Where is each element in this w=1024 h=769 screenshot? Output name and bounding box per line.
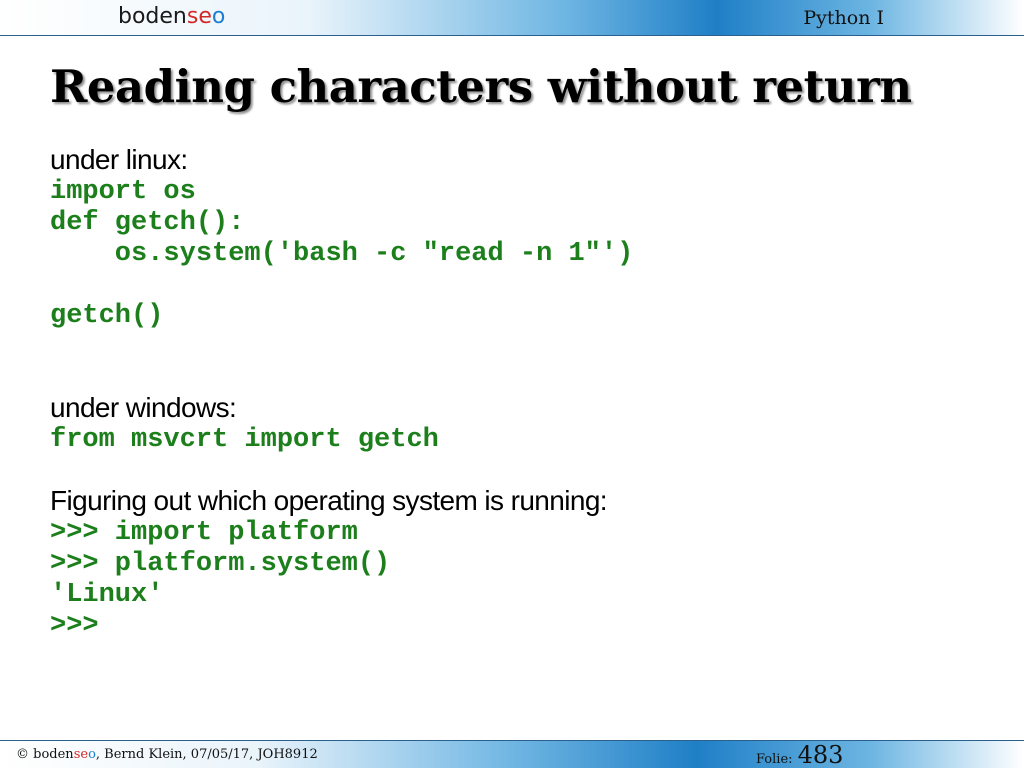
- footer-credits: © bodenseo, Bernd Klein, 07/05/17, JOH89…: [16, 747, 318, 762]
- footer-bar: © bodenseo, Bernd Klein, 07/05/17, JOH89…: [0, 740, 1024, 769]
- spacer: [50, 332, 990, 391]
- folie-label: Folie:: [756, 752, 793, 767]
- code-line: import os: [50, 177, 196, 207]
- footer-brand-boden: boden: [33, 747, 74, 762]
- spacer: [50, 456, 990, 484]
- linux-label: under linux:: [50, 144, 188, 175]
- copyright-symbol: ©: [16, 747, 29, 762]
- slide-number: Folie: 483: [756, 741, 843, 769]
- bodenseo-logo: bodenseo: [118, 4, 225, 29]
- code-line: >>>: [50, 611, 99, 641]
- footer-brand-se: se: [73, 747, 89, 762]
- logo-text-o: o: [211, 4, 226, 29]
- header-bar: bodenseo Python I: [0, 0, 1024, 36]
- footer-brand-o: o: [88, 747, 96, 762]
- course-title: Python I: [803, 7, 884, 29]
- code-line: 'Linux': [50, 580, 164, 610]
- code-line: os.system('bash -c "read -n 1"'): [50, 239, 634, 269]
- logo-text-se: se: [186, 4, 212, 29]
- code-line: getch(): [50, 301, 164, 331]
- os-detection-label: Figuring out which operating system is r…: [50, 485, 608, 516]
- code-line: def getch():: [50, 208, 245, 238]
- code-line: >>> platform.system(): [50, 549, 391, 579]
- slide-title: Reading characters without return: [50, 60, 912, 113]
- slide-content: under linux: import os def getch(): os.s…: [50, 143, 990, 642]
- code-line: >>> import platform: [50, 518, 358, 548]
- footer-info: , Bernd Klein, 07/05/17, JOH8912: [95, 747, 318, 762]
- logo-text-boden: boden: [118, 4, 187, 29]
- folie-number: 483: [797, 741, 844, 769]
- windows-label: under windows:: [50, 392, 237, 423]
- code-line: from msvcrt import getch: [50, 425, 439, 455]
- spacer: [50, 270, 990, 301]
